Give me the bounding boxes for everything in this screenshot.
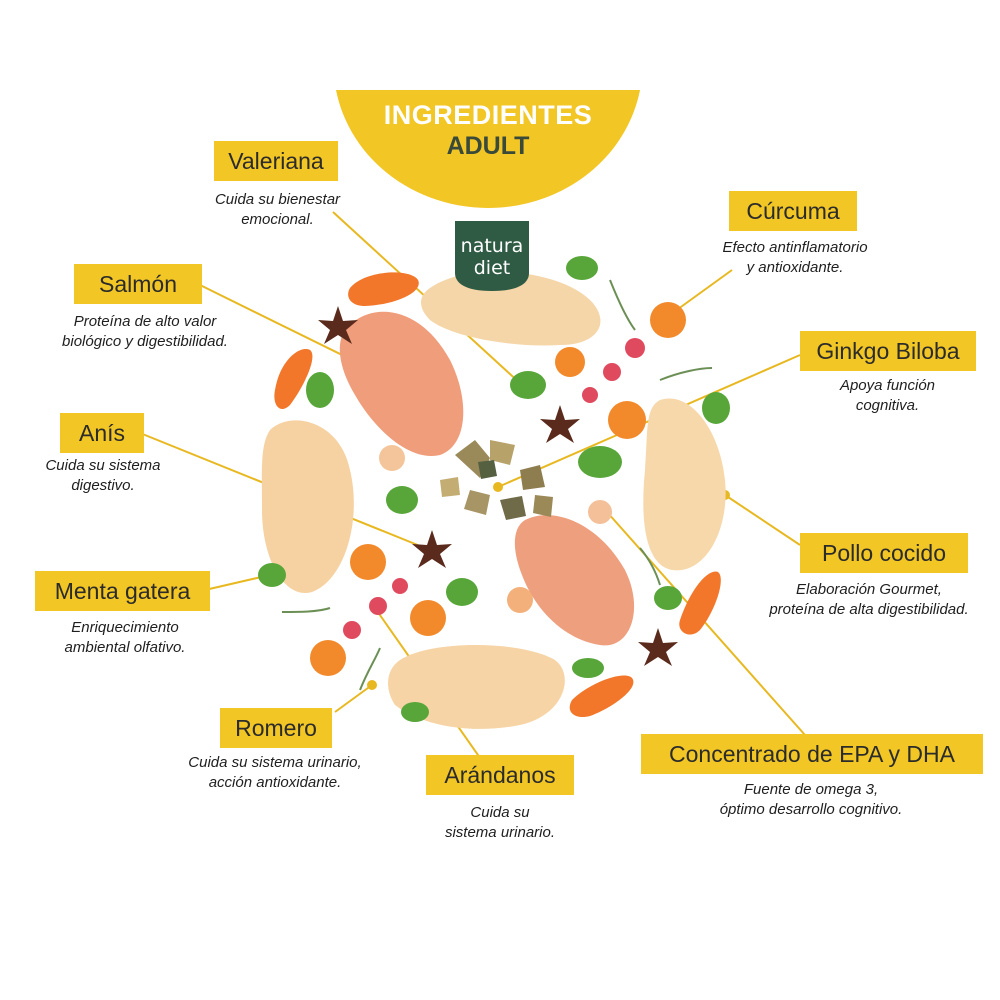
label-valeriana: Valeriana <box>214 141 338 181</box>
desc-menta-gatera: Enriquecimiento ambiental olfativo. <box>64 619 186 656</box>
green-leaves <box>258 256 730 722</box>
brand-line-1: natura <box>460 235 524 257</box>
carrots <box>274 272 721 718</box>
desc-salmon: Proteína de alto valor biológico y diges… <box>62 313 228 350</box>
star-anise <box>318 306 678 666</box>
banner-shape <box>336 90 640 208</box>
orange-slices <box>310 302 686 676</box>
label-ginkgo-biloba: Ginkgo Biloba <box>800 331 976 371</box>
label-salmon: Salmón <box>74 264 202 304</box>
ginkgo-leaves <box>440 440 553 520</box>
page-subtitle: ADULT <box>446 132 530 160</box>
label-menta-gatera: Menta gatera <box>35 571 210 611</box>
label-epa-dha: Concentrado de EPA y DHA <box>641 734 983 774</box>
label-arandanos: Arándanos <box>426 755 574 795</box>
desc-anis: Cuida su sistema digestivo. <box>45 457 161 494</box>
rosemary-sprigs <box>281 279 713 691</box>
desc-curcuma: Efecto antinflamatorio y antioxidante. <box>722 239 868 276</box>
desc-ginkgo-biloba: Apoya función cognitiva. <box>839 377 936 414</box>
label-anis: Anís <box>60 413 144 453</box>
desc-arandanos: Cuida su sistema urinario. <box>444 804 556 841</box>
label-curcuma: Cúrcuma <box>729 191 857 231</box>
desc-pollo-cocido: Elaboración Gourmet, proteína de alta di… <box>769 581 969 618</box>
page-title: INGREDIENTES <box>383 100 593 130</box>
title-banner: INGREDIENTES ADULT <box>336 90 640 208</box>
desc-romero: Cuida su sistema urinario, acción antiox… <box>188 754 362 791</box>
logo-shape <box>455 221 529 291</box>
label-romero: Romero <box>220 708 332 748</box>
salmon-fillets <box>339 311 635 646</box>
brand-line-2: diet <box>473 257 511 279</box>
label-pollo-cocido: Pollo cocido <box>800 533 968 573</box>
cranberries <box>343 338 645 639</box>
brand-logo: natura diet <box>447 221 537 291</box>
desc-valeriana: Cuida su bienestar emocional. <box>214 191 341 228</box>
desc-epa-dha: Fuente de omega 3, óptimo desarrollo cog… <box>719 781 903 818</box>
chicken-breasts <box>261 271 726 729</box>
